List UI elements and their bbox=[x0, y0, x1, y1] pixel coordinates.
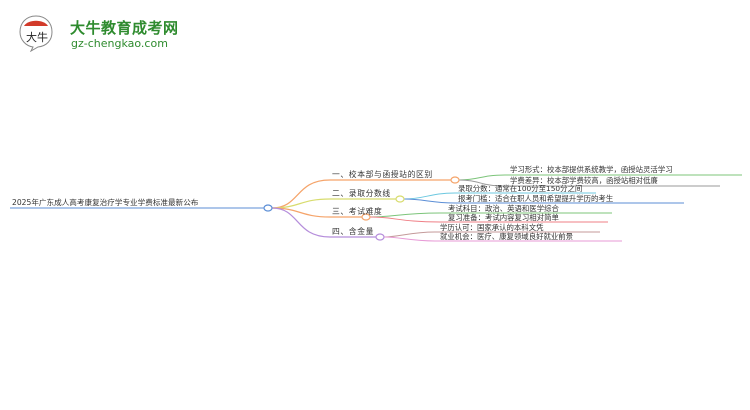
leaf-node[interactable]: 报考门槛：适合在职人员和希望提升学历的考生 bbox=[458, 194, 614, 203]
leaf-node[interactable]: 学历认可：国家承认的本科文凭 bbox=[440, 223, 544, 232]
logo-badge-icon: 大牛 bbox=[19, 15, 53, 52]
site-logo[interactable]: 大牛 大牛教育成考网 gz-chengkao.com bbox=[18, 14, 188, 54]
root-node[interactable]: 2025年广东成人高考康复治疗学专业学费标准最新公布 bbox=[12, 198, 199, 207]
leaf-node[interactable]: 学习形式：校本部提供系统教学，函授站灵活学习 bbox=[510, 165, 673, 174]
svg-text:大牛: 大牛 bbox=[26, 30, 48, 44]
leaf-node[interactable]: 考试科目：政治、英语和医学综合 bbox=[448, 204, 559, 213]
logo-title: 大牛教育成考网 bbox=[70, 19, 179, 37]
leaf-node[interactable]: 就业机会：医疗、康复领域良好就业前景 bbox=[440, 232, 574, 241]
root-node-toggle[interactable] bbox=[263, 204, 273, 212]
branch-node-3[interactable]: 三、考试难度 bbox=[332, 207, 383, 216]
branch-node-1[interactable]: 一、校本部与函授站的区别 bbox=[332, 170, 433, 179]
leaf-node[interactable]: 录取分数：通常在100分至150分之间 bbox=[458, 184, 583, 193]
logo-url: gz-chengkao.com bbox=[71, 37, 168, 50]
branch-node-2[interactable]: 二、录取分数线 bbox=[332, 189, 391, 198]
branch-node-4[interactable]: 四、含金量 bbox=[332, 227, 374, 236]
leaf-node[interactable]: 学费差异：校本部学费较高，函授站相对低廉 bbox=[510, 176, 658, 185]
leaf-node[interactable]: 复习准备：考试内容复习相对简单 bbox=[448, 213, 559, 222]
